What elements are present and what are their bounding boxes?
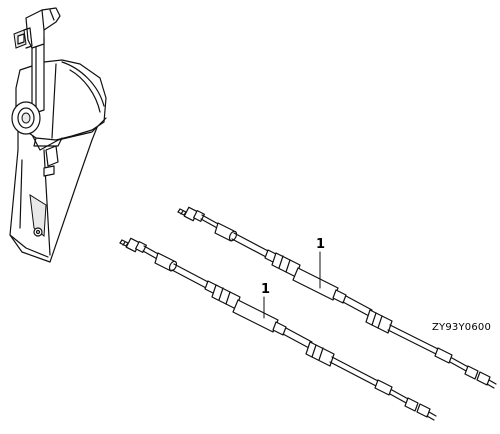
remote-control-box — [9, 7, 107, 263]
callout-upper: 1 — [316, 237, 325, 289]
callout-label: 1 — [261, 282, 270, 297]
callout-lower: 1 — [261, 282, 270, 319]
control-cable-upper — [177, 206, 497, 389]
figure-code: ZY93Y0600 — [432, 322, 491, 333]
callout-label: 1 — [316, 237, 325, 252]
control-cable-lower — [119, 237, 437, 421]
